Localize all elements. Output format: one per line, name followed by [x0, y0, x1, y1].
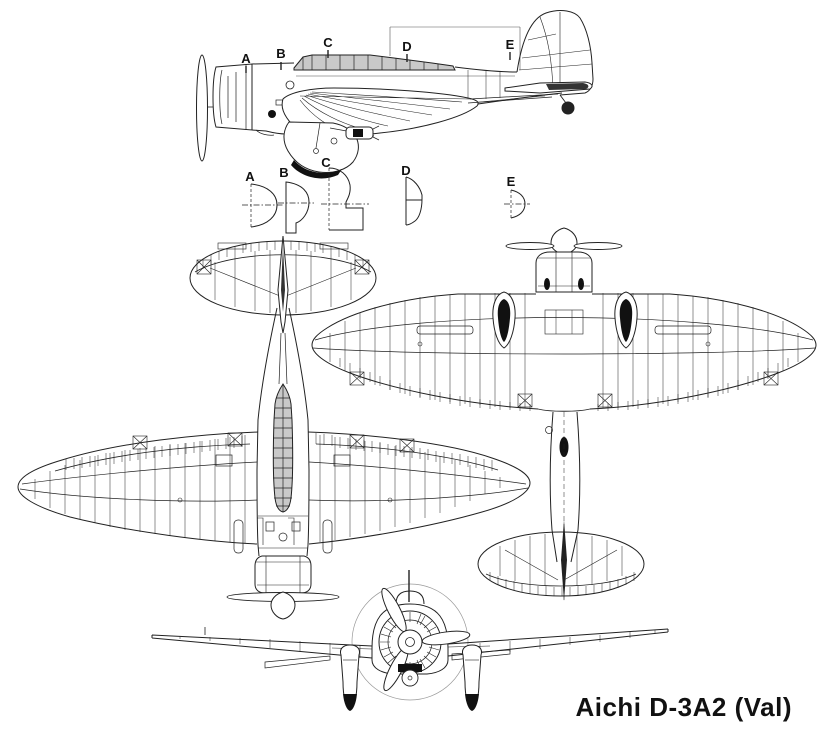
wing-ribs-top-right	[319, 435, 501, 542]
bottom-view	[311, 227, 817, 601]
spinner-bottom	[550, 227, 578, 255]
prop-blade-right	[573, 242, 623, 250]
wing-ribs-bottom-left	[329, 293, 526, 408]
fuselage-top	[256, 307, 310, 557]
exhaust-left	[544, 278, 550, 290]
fuselage-side	[251, 62, 563, 135]
spinner-front	[397, 629, 423, 655]
wing-top-left	[17, 431, 259, 545]
side-view: A B C D E	[196, 10, 594, 179]
section-label-c: C	[321, 155, 331, 170]
far-wing-edge	[467, 93, 559, 104]
cross-sections: A B C D E	[242, 155, 530, 234]
station-label-c: C	[323, 35, 333, 50]
bomb-rack-right	[654, 325, 712, 335]
rear-fuselage-bottom	[549, 411, 581, 563]
caption: Aichi D-3A2 (Val)	[575, 692, 792, 722]
wheel-top-right	[322, 519, 333, 554]
section-label-b: B	[279, 165, 288, 180]
tailplane-ribs	[214, 250, 352, 313]
cowling-bottom	[535, 251, 593, 293]
dive-brake-right	[451, 649, 511, 661]
front-view	[151, 570, 669, 711]
section-label-a: A	[245, 169, 255, 184]
flap-hatch-left	[339, 358, 531, 411]
elevator-hatch-bottom	[489, 572, 635, 596]
construction-lines	[389, 26, 521, 70]
wing-front-ribs-left	[179, 636, 361, 658]
wheel-top-left	[233, 519, 244, 554]
aileron-hatch-left	[65, 436, 243, 470]
aileron-hatch-right	[315, 433, 493, 471]
wing-bottom-left	[311, 293, 539, 410]
side-view-station-labels: A B C D E	[241, 35, 514, 66]
tailplane-ribs-bottom	[499, 534, 623, 586]
wing-spars-top	[19, 461, 529, 502]
bomb-front	[401, 669, 419, 687]
station-ticks	[245, 50, 511, 73]
propeller-blade-side	[196, 54, 208, 162]
oil-cooler-scoop	[255, 129, 275, 136]
section-b: B	[278, 165, 314, 234]
bomb-rack-left	[416, 325, 474, 335]
prop-blade-left	[505, 242, 555, 250]
section-c: C	[321, 155, 369, 231]
station-label-e: E	[506, 37, 515, 52]
spinner-top	[270, 591, 296, 620]
wing-top-right	[307, 431, 531, 545]
tailwheel	[561, 101, 575, 115]
wing-bottom-right	[589, 293, 817, 410]
elevator-hatch	[202, 241, 364, 269]
wing-ribs-bottom-right	[602, 293, 799, 408]
wing-front-left	[151, 634, 373, 659]
exhaust-right	[578, 278, 584, 290]
station-label-a: A	[241, 51, 251, 66]
prop-blade-right-front	[421, 630, 471, 646]
wing-rib-fan	[299, 91, 471, 134]
cowling-top	[254, 555, 312, 594]
tailplane-bottom	[477, 531, 645, 597]
fin-bottom	[561, 520, 567, 601]
section-d: D	[401, 163, 423, 226]
canopy-side	[293, 54, 456, 71]
section-a: A	[242, 169, 284, 228]
wing-spars-bottom	[312, 317, 816, 355]
propeller-disc	[351, 583, 469, 701]
dive-brake-left	[264, 655, 331, 669]
station-label-d: D	[402, 39, 411, 54]
section-label-e: E	[507, 174, 516, 189]
section-e: E	[504, 174, 530, 219]
top-view	[17, 235, 531, 620]
wing-ribs-top-left	[34, 435, 246, 543]
chin-intake	[398, 664, 422, 672]
station-label-b: B	[276, 46, 285, 61]
flap-hatch-right	[597, 358, 789, 411]
canopy-front	[395, 590, 425, 605]
section-label-d: D	[401, 163, 410, 178]
